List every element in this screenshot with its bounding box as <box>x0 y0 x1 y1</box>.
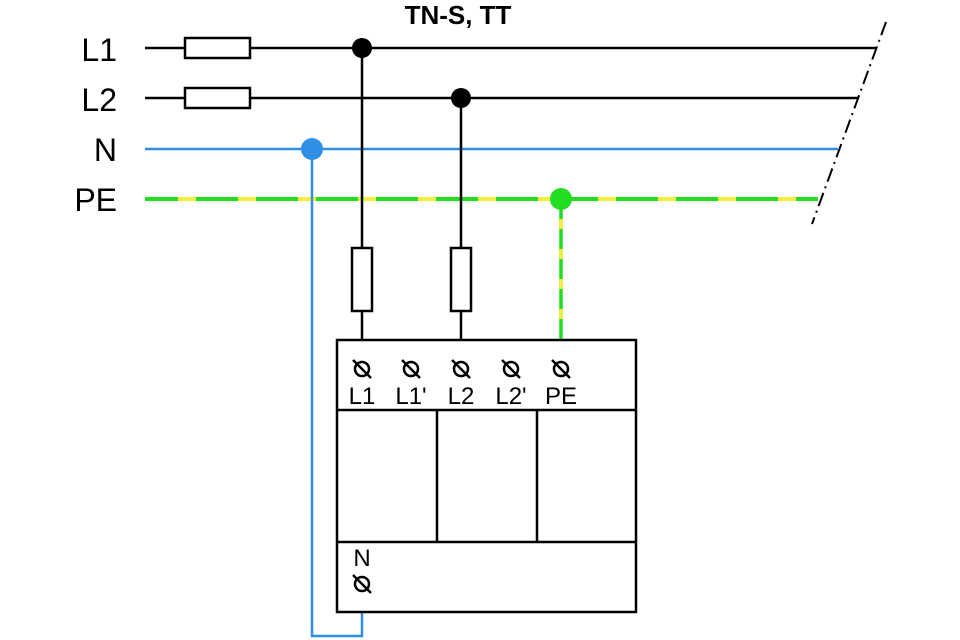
terminal-screw-pe <box>551 359 571 379</box>
terminal-screw-n-symbol <box>352 574 372 594</box>
drop-l2-fuse <box>449 246 473 313</box>
junction-pe <box>550 188 572 210</box>
bus-label-l1: L1 <box>81 32 117 68</box>
drop-l1-fuse <box>350 246 374 313</box>
junction-l2 <box>451 88 471 108</box>
terminal-label-l1: L1 <box>349 383 376 410</box>
terminal-label-pe: PE <box>545 383 577 410</box>
bus-label-pe: PE <box>74 182 117 218</box>
bus-label-n: N <box>94 132 117 168</box>
bus-break-line <box>811 21 887 225</box>
terminal-label-n: N <box>353 545 370 572</box>
junction-l1 <box>352 38 372 58</box>
terminal-label-l1-prime: L1' <box>395 383 426 410</box>
terminal-screw-n <box>352 574 372 594</box>
terminal-label-l2: L2 <box>448 383 475 410</box>
terminal-screw-l1 <box>352 359 372 379</box>
terminal-screw-l1-prime <box>401 359 421 379</box>
bus-l2-fuse <box>183 86 252 110</box>
terminal-row <box>352 359 571 379</box>
junction-n <box>301 138 323 160</box>
bus-l1-fuse <box>183 36 252 60</box>
neutral-return-wire <box>310 149 364 638</box>
terminal-screw-l2 <box>451 359 471 379</box>
diagram-title: TN-S, TT <box>405 0 512 30</box>
terminal-screw-l2-prime <box>501 359 521 379</box>
spd-device <box>335 338 638 614</box>
terminal-label-l2-prime: L2' <box>495 383 526 410</box>
bus-label-l2: L2 <box>81 82 117 118</box>
